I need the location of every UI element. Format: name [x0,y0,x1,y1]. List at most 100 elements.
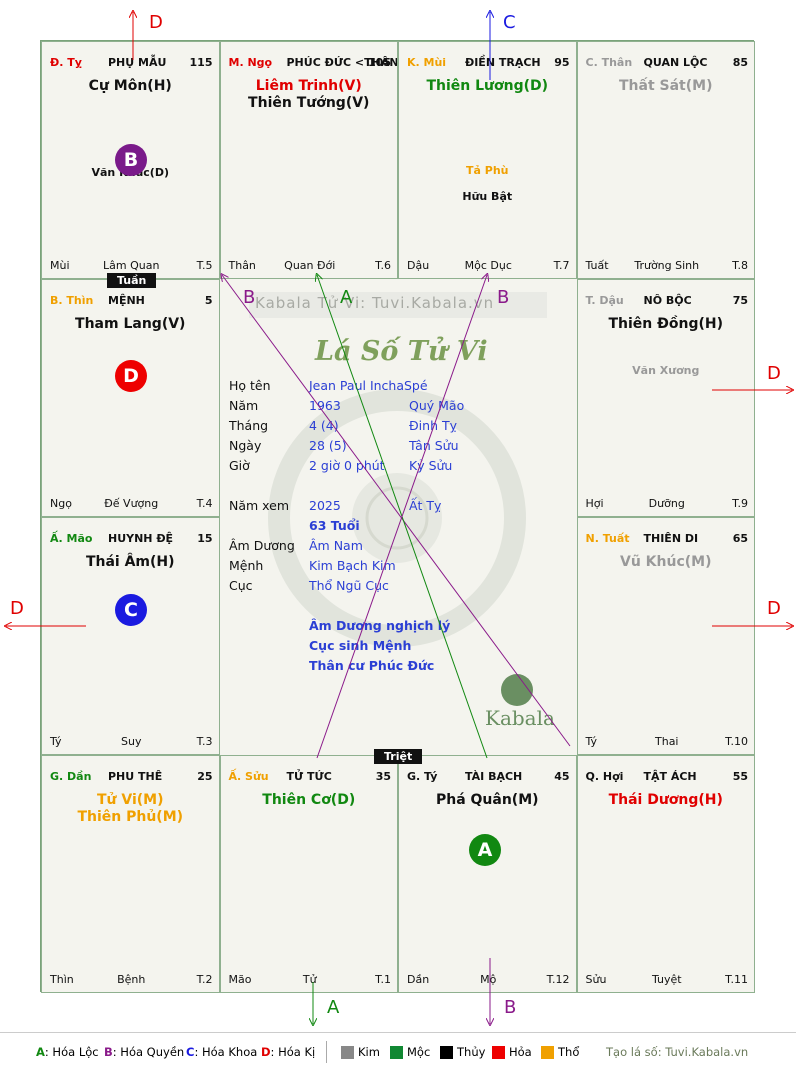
footer-term: T.5 [196,259,213,272]
legend: A: Hóa Lộc B: Hóa Quyền C: Hóa Khoa D: H… [0,1032,796,1070]
footer-term: T.9 [732,497,748,510]
palace-header: T. Dậu NÔ BỘC 75 [586,294,749,310]
swatch-thuy [440,1046,453,1059]
palace-number: 65 [732,532,748,545]
footer-branch: Mão [228,973,252,986]
palace-header: Đ. Tỵ PHỤ MẪU 115 [50,56,213,72]
palace-name: QUAN LỘC [643,56,708,69]
can-chi: Kỷ Sửu [409,458,453,473]
legend-d-text: : Hóa Kị [270,1045,316,1059]
branch-label: Ấ. Sửu [228,770,269,783]
main-star: Thái Âm(H) [85,554,175,570]
footer-branch: Dần [407,973,430,986]
label: Mệnh [229,558,264,573]
legend-a-letter: A [36,1045,45,1059]
swatch-hoa [492,1046,505,1059]
palace-header: G. Tý TÀI BẠCH 45 [407,770,570,786]
main-star: Thiên Đồng(H) [608,316,723,332]
footer-branch: Dậu [407,259,430,272]
branch-label: G. Dần [50,770,92,783]
branch-label: C. Thân [585,56,633,69]
legend-c: C: Hóa Khoa [186,1045,257,1059]
note: Âm Dương nghịch lý [309,618,451,633]
palace-header: G. Dần PHU THÊ 25 [50,770,213,786]
palace-footer: Hợi Dưỡng T.9 [586,496,749,510]
legend-d-letter: D [261,1045,271,1059]
footer-term: T.11 [725,973,748,986]
branch-label: Đ. Tỵ [50,56,82,69]
footer-branch: Mùi [50,259,70,272]
palace-name: PHÚC ĐỨC <THÂN> [286,56,398,69]
palace-name: THIÊN DI [643,532,699,545]
can-chi: Đinh Tỵ [409,418,458,433]
legend-divider [326,1041,327,1063]
arrow-label-b: B [497,287,510,308]
note: Thân cư Phúc Đức [309,658,435,673]
palace-name: NÔ BỘC [643,294,692,307]
palace-name: PHỤ MẪU [108,56,167,69]
footer-branch: Tý [585,735,598,748]
minor-star: Văn Xương [632,364,700,377]
value: Thổ Ngũ Cục [309,578,389,593]
footer-stage: Dưỡng [648,497,685,510]
branch-label: N. Tuất [585,532,630,545]
palace-footer: Dậu Mộc Dục T.7 [407,258,570,272]
footer-branch: Tý [50,735,62,748]
arrow-label-a: A [340,287,353,308]
swatch-moc [390,1046,403,1059]
palace-name: TẬT ÁCH [643,770,697,783]
palace-header: Ấ. Mão HUYNH ĐỆ 15 [50,532,213,548]
legend-a-text: : Hóa Lộc [44,1045,99,1059]
minor-star: Tả Phù [466,164,509,177]
watermark-banner [249,292,547,318]
value: Jean Paul InchaSpé [309,378,428,393]
label: Tháng [229,418,269,433]
branch-label: Ấ. Mão [50,532,93,545]
palace-number: 5 [204,294,213,307]
circle-c: C [115,594,147,626]
legend-moc: Mộc [407,1045,431,1059]
watermark-text: Kabala Tử Vi: Tuvi.Kabala.vn [255,294,495,312]
legend-c-text: : Hóa Khoa [194,1045,258,1059]
legend-b-text: : Hóa Quyền [112,1045,185,1059]
footer-term: T.1 [375,973,391,986]
arrow-label-d: D [149,12,163,33]
palace-footer: Thìn Bệnh T.2 [50,972,213,986]
footer-stage: Bệnh [117,973,146,986]
branch-label: K. Mùi [407,56,447,69]
center-panel: Kabala Tử Vi: Tuvi.Kabala.vn Lá Số Tử Vi… [219,278,576,754]
branch-label: G. Tý [407,770,438,783]
value: 4 (4) [309,418,339,433]
palace-header: C. Thân QUAN LỘC 85 [586,56,749,72]
palace-number: 75 [732,294,748,307]
main-star: Thất Sát(M) [619,78,713,94]
palace-number: 105 [368,56,391,69]
footer-stage: Thai [655,735,679,748]
footer-term: T.8 [732,259,748,272]
minor-star: Hữu Bật [462,190,513,203]
main-star: Thiên Tướng(V) [248,95,370,111]
label: Ngày [229,438,262,453]
palace-header: N. Tuất THIÊN DI 65 [586,532,749,548]
can-chi: Ất Tỵ [409,498,442,513]
palace-number: 15 [197,532,213,545]
footer-stage: Tuyệt [651,973,682,986]
palace-number: 85 [732,56,748,69]
palace-header: M. Ngọ PHÚC ĐỨC <THÂN> 105 [229,56,398,72]
age: 63 Tuổi [309,518,360,533]
palace-number: 55 [732,770,748,783]
main-star: Phá Quân(M) [435,792,539,808]
footer-term: T.6 [375,259,391,272]
main-star: Liêm Trinh(V) [255,78,362,94]
label: Năm [229,398,259,413]
can-chi: Tân Sửu [409,438,459,453]
main-star: Thái Dương(H) [608,792,723,808]
legend-b-letter: B [104,1045,113,1059]
arrow-label-d: D [767,598,781,619]
palace-footer: Tý Thai T.10 [586,734,749,748]
